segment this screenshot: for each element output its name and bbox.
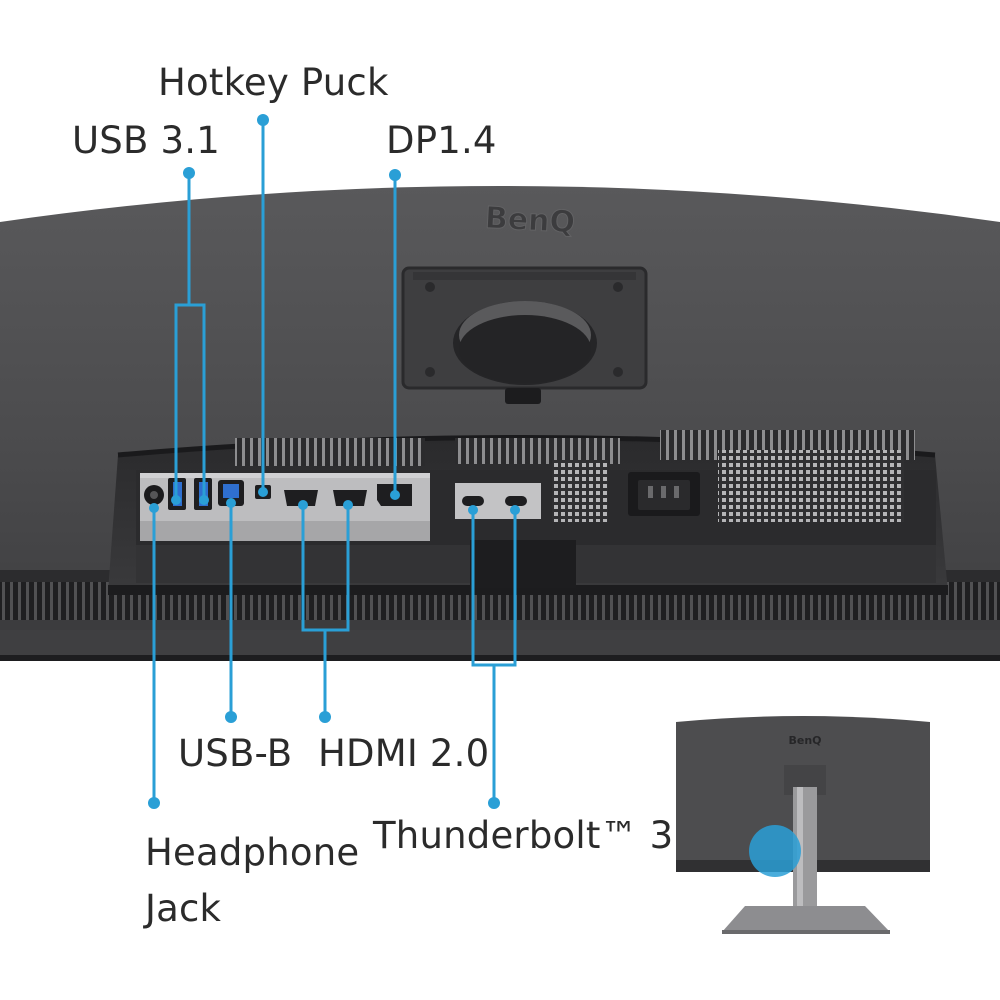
label-hotkey-puck: Hotkey Puck	[158, 61, 389, 104]
usb-b-port	[218, 480, 244, 506]
vent-grid-left	[552, 460, 608, 522]
port-panel	[140, 473, 430, 541]
headphone-jack-port	[144, 485, 164, 505]
label-hdmi: HDMI 2.0	[318, 732, 490, 775]
label-headphone-line1: Headphone	[145, 831, 360, 874]
thumbnail-brand-logo: BenQ	[788, 734, 821, 747]
stand-base	[722, 906, 890, 932]
callout-hdmi-dot	[319, 711, 331, 723]
vent-grid-right	[718, 450, 904, 522]
callout-usb31-line	[174, 173, 206, 500]
label-dp: DP1.4	[386, 119, 497, 162]
label-headphone-line2: Jack	[145, 886, 222, 930]
hdmi-ports	[284, 490, 367, 506]
callout-hotkey-dot	[257, 114, 269, 126]
callout-lines	[152, 120, 517, 803]
callout-thunderbolt-dot	[488, 797, 500, 809]
callout-thunderbolt-line	[471, 510, 517, 803]
callout-usb31-dot	[183, 167, 195, 179]
vesa-mount	[401, 266, 648, 404]
label-thunderbolt: Thunderbolt™ 3	[373, 814, 674, 857]
cable-clip	[470, 540, 576, 588]
power-socket	[628, 472, 700, 516]
brand-logo: BenQ	[484, 201, 576, 241]
thunderbolt-panel	[455, 483, 541, 519]
port-location-highlight	[749, 825, 801, 877]
callout-headphone-dot	[148, 797, 160, 809]
callout-usbb-dot	[225, 711, 237, 723]
label-usb-b: USB-B	[178, 732, 293, 775]
callout-dp-dot	[389, 169, 401, 181]
monitor-thumbnail: BenQ	[676, 716, 930, 934]
callout-hdmi-line	[301, 505, 350, 717]
callout-dots	[148, 114, 520, 809]
label-headphone-jack: Headphone Jack	[145, 825, 365, 936]
label-usb31: USB 3.1	[72, 119, 220, 162]
